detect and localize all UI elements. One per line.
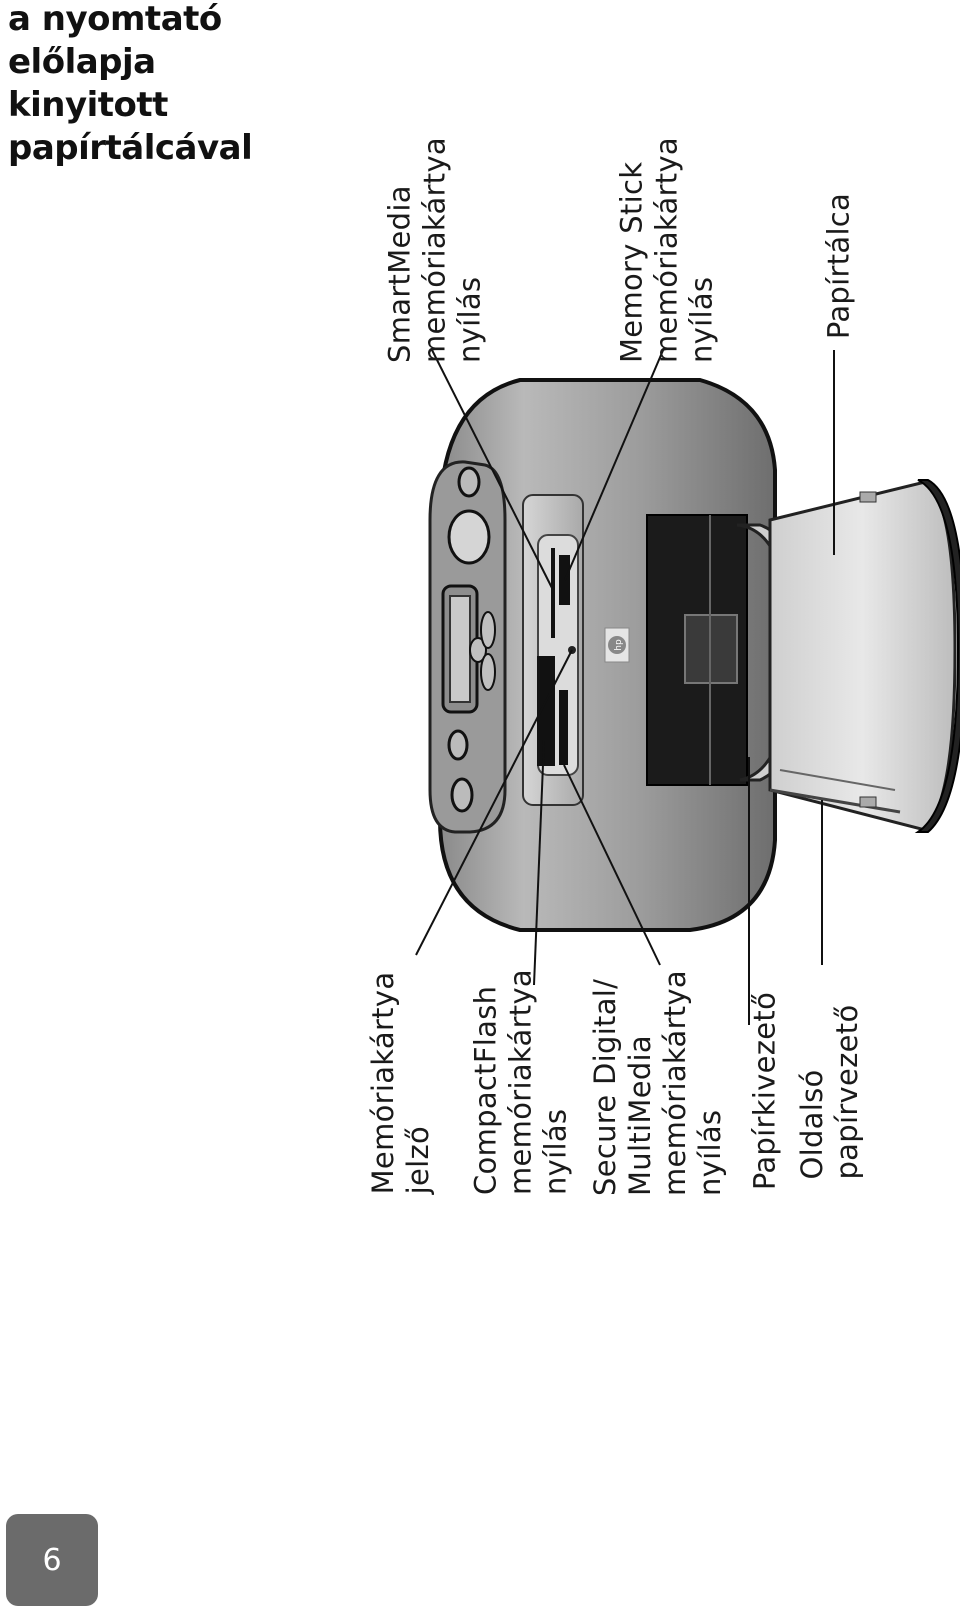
callout-line: memóriakártya — [658, 969, 692, 1197]
leader-line-compactflash — [533, 739, 545, 986]
page-number-badge: 6 — [6, 1514, 98, 1606]
callout-line: memóriakártya — [503, 968, 538, 1196]
callout-line: Memóriakártya — [366, 971, 400, 1195]
callout-secure-digital: Secure Digital/ MultiMedia memóriakártya… — [588, 970, 728, 1196]
callout-line: nyílás — [538, 1108, 573, 1196]
heading-line: a nyomtató — [8, 0, 222, 39]
callout-line: nyílás — [684, 276, 719, 364]
callout-line: nyílás — [693, 1109, 727, 1197]
callout-line: memóriakártya — [417, 136, 452, 364]
panel-button — [447, 729, 469, 761]
callout-paper-tray: Papírtálca — [822, 193, 857, 339]
panel-button — [480, 611, 496, 649]
heading-line: kinyitott — [8, 85, 168, 125]
leader-line-smartmedia — [431, 349, 553, 589]
callout-line: Secure Digital/ — [588, 978, 622, 1197]
panel-button — [457, 466, 481, 498]
leader-line-memory-stick — [564, 347, 665, 581]
page-heading: a nyomtató előlapja kinyitott papírtálcá… — [8, 0, 253, 170]
memory-stick-slot — [559, 555, 570, 605]
panel-button — [469, 637, 487, 663]
paper-tray — [768, 479, 960, 833]
callout-line: Memory Stick — [614, 161, 649, 364]
hp-logo: hp — [604, 627, 630, 663]
callout-compactflash: CompactFlash memóriakártya nyílás — [469, 969, 574, 1195]
smartmedia-slot — [551, 548, 555, 638]
callout-memory-card-indicator: Memóriakártya jelző — [366, 972, 436, 1195]
heading-line: előlapja — [8, 42, 156, 82]
callout-side-guide: Oldalsó papírvezető — [795, 1004, 865, 1179]
leader-line-indicator — [415, 649, 573, 956]
paper-output-opening — [646, 514, 748, 786]
leader-lines — [415, 347, 835, 1025]
callout-memory-stick: Memory Stick memóriakártya nyílás — [615, 137, 720, 363]
callout-line: jelző — [401, 1125, 435, 1195]
panel-button — [447, 509, 491, 565]
compactflash-slot — [537, 656, 555, 766]
callout-smartmedia: SmartMedia memóriakártya nyílás — [383, 137, 488, 363]
heading-line: papírtálcával — [8, 128, 253, 168]
callout-line: CompactFlash — [468, 985, 503, 1196]
callout-line: papírvezető — [830, 1004, 864, 1180]
callout-line: memóriakártya — [649, 136, 684, 364]
page-number: 6 — [42, 1542, 62, 1578]
callout-line: Papírtálca — [821, 192, 856, 340]
leader-line-sd — [563, 764, 661, 966]
callout-line: Oldalsó — [795, 1069, 829, 1180]
panel-button — [480, 653, 496, 691]
hp-logo-text: hp — [614, 639, 624, 651]
card-slot-panel — [522, 494, 584, 806]
callout-paper-output: Papírkivezető — [748, 992, 783, 1190]
callout-line: Papírkivezető — [747, 991, 782, 1191]
side-paper-guide — [859, 796, 877, 808]
callout-line: SmartMedia — [382, 185, 417, 364]
callout-line: MultiMedia — [623, 1035, 657, 1197]
panel-button — [450, 777, 474, 813]
sd-multimedia-slot — [559, 690, 568, 765]
callout-line: nyílás — [452, 276, 487, 364]
control-panel — [441, 466, 496, 813]
